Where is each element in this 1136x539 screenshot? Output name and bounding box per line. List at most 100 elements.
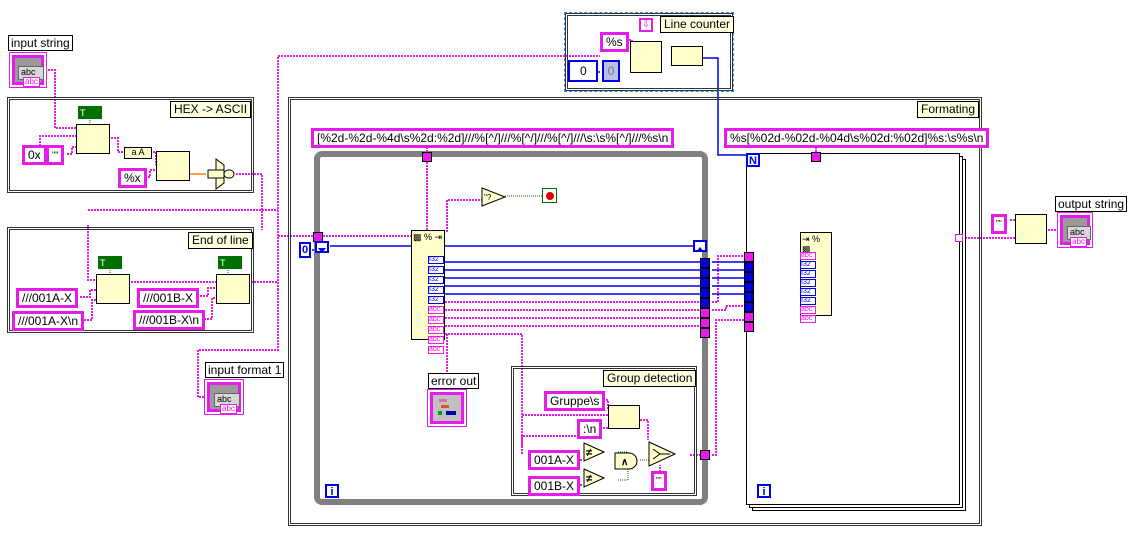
output-string-indicator: abc abc — [1057, 212, 1093, 248]
tunnel-i32-2 — [700, 268, 710, 278]
type-cast-icon[interactable] — [206, 157, 236, 191]
stop-condition-icon[interactable] — [542, 188, 557, 203]
const-001a-x[interactable]: ///001A-X — [16, 288, 79, 308]
const-001b-x-group[interactable]: 001B-X — [528, 476, 581, 496]
true-constant-2[interactable]: T — [218, 256, 242, 269]
format-into-string-constant[interactable]: %s[%02d-%02d-%04d\s%02d:%02d]%s:\s%s\n — [724, 128, 990, 148]
in-i32-2: I32 — [800, 270, 816, 278]
delimiter-icon[interactable]: ⇩ — [639, 18, 653, 32]
spreadsheet-to-array-node[interactable] — [630, 41, 662, 73]
select-icon[interactable] — [648, 441, 677, 467]
and-gate-icon[interactable]: ∧ — [614, 452, 640, 470]
input-format-control[interactable]: abc abc — [204, 379, 244, 415]
for-tunnel-i32-3 — [744, 282, 754, 292]
const-percent-x[interactable]: %x — [118, 168, 147, 188]
scan-format-constant[interactable]: [%2d-%2d-%4d\s%2d:%2d]///%[^/]///%[^/]//… — [311, 128, 675, 148]
in-abc-1: abc — [800, 252, 816, 260]
out-i32-2: I32 — [428, 266, 444, 274]
empty-string-check-icon[interactable]: "? — [481, 187, 507, 207]
scan-outputs: I32 I32 I32 I32 I32 abc abc abc abc abc — [428, 256, 444, 354]
search-replace-node-1[interactable] — [96, 274, 130, 304]
in-i32-4: I32 — [800, 288, 816, 296]
for-tunnel-abc-3 — [744, 322, 754, 332]
for-tunnel-i32-1 — [744, 262, 754, 272]
out-abc-4: abc — [428, 336, 444, 344]
output-string-label: output string — [1055, 196, 1128, 212]
const-percent-s[interactable]: %s — [600, 32, 629, 52]
const-empty-group[interactable]: "" — [651, 471, 667, 491]
shift-register-right[interactable] — [693, 240, 707, 252]
array-size-node[interactable] — [671, 46, 703, 66]
while-output-tunnels — [700, 258, 710, 338]
svg-text:≠: ≠ — [586, 447, 592, 459]
for-input-tunnels — [744, 252, 754, 332]
in-i32-5: I32 — [800, 297, 816, 305]
search-replace-node-2[interactable] — [216, 274, 250, 304]
out-i32-3: I32 — [428, 276, 444, 284]
formating-frame[interactable] — [288, 97, 982, 526]
in-abc-3: abc — [800, 315, 816, 323]
out-i32-4: I32 — [428, 286, 444, 294]
concatenate-strings-node[interactable] — [608, 405, 640, 429]
scan-number-node[interactable] — [156, 151, 190, 181]
in-i32-3: I32 — [800, 279, 816, 287]
in-i32-1: I32 — [800, 261, 816, 269]
const-001a-x-group[interactable]: 001A-X — [528, 450, 581, 470]
const-colon-newline[interactable]: :\n — [577, 419, 603, 439]
line-counter-frame[interactable] — [564, 12, 734, 92]
tunnel-i32-4 — [700, 288, 710, 298]
shift-register-left[interactable] — [315, 241, 329, 253]
tunnel-abc-1 — [700, 308, 710, 318]
not-equal-icon-2[interactable]: ≠ — [583, 468, 606, 488]
formating-label: Formating — [917, 101, 980, 118]
out-abc-3: abc — [428, 326, 444, 334]
end-of-line-frame[interactable] — [7, 227, 254, 333]
input-format-label: input format 1 — [205, 362, 285, 378]
hex-ascii-label: HEX -> ASCII — [170, 101, 252, 118]
for-tunnel-i32-5 — [744, 302, 754, 312]
input-format-tag: abc — [220, 404, 237, 414]
svg-text:≠: ≠ — [586, 473, 592, 485]
counter-control[interactable]: 0 — [568, 60, 598, 82]
out-i32-5: I32 — [428, 296, 444, 304]
format-tunnel — [422, 152, 432, 162]
const-001a-x-newline[interactable]: ///001A-X\n — [12, 311, 85, 331]
for-tunnel-abc-1 — [744, 252, 754, 262]
loop-count-terminal[interactable]: N — [746, 153, 760, 167]
for-iteration-terminal: i — [757, 484, 771, 498]
tunnel-i32-3 — [700, 278, 710, 288]
format-string-tunnel — [811, 152, 821, 162]
indexing-tunnel — [955, 234, 963, 242]
end-of-line-label: End of line — [188, 232, 253, 249]
out-abc-2: abc — [428, 316, 444, 324]
const-001b-x-newline[interactable]: ///001B-X\n — [133, 310, 206, 330]
svg-text:"?: "? — [484, 193, 492, 202]
input-string-tag: abc — [23, 77, 40, 87]
not-equal-icon-1[interactable]: ≠ — [583, 442, 606, 462]
initial-value[interactable]: 0 — [299, 242, 311, 258]
group-detection-frame[interactable] — [511, 366, 697, 496]
error-out-indicator[interactable] — [427, 389, 467, 427]
to-upper-node[interactable]: a A — [124, 147, 152, 159]
const-empty-output[interactable]: "" — [991, 214, 1007, 234]
hex-ascii-frame[interactable] — [7, 97, 254, 193]
while-iteration-terminal: i — [325, 484, 339, 498]
true-constant-1[interactable]: T — [98, 256, 122, 269]
const-empty-string[interactable]: "" — [46, 145, 65, 165]
const-0x[interactable]: 0x — [22, 145, 47, 165]
input-string-control[interactable]: abc abc — [9, 52, 47, 88]
for-tunnel-abc-2 — [744, 312, 754, 322]
for-tunnel-i32-4 — [744, 292, 754, 302]
input-string-label: input string — [8, 35, 73, 51]
error-out-label: error out — [428, 373, 480, 389]
search-replace-node[interactable] — [76, 124, 110, 154]
const-gruppe[interactable]: Gruppe\s — [544, 391, 606, 411]
tunnel-i32-5 — [700, 298, 710, 308]
const-001b-x[interactable]: ///001B-X — [137, 288, 200, 308]
for-loop[interactable] — [746, 153, 960, 505]
true-constant[interactable]: T — [78, 106, 102, 119]
array-to-spreadsheet-node[interactable] — [1015, 214, 1047, 244]
out-abc-5: abc — [428, 346, 444, 354]
group-detection-label: Group detection — [603, 370, 697, 387]
format-inputs: abc I32 I32 I32 I32 I32 abc abc — [800, 252, 816, 323]
